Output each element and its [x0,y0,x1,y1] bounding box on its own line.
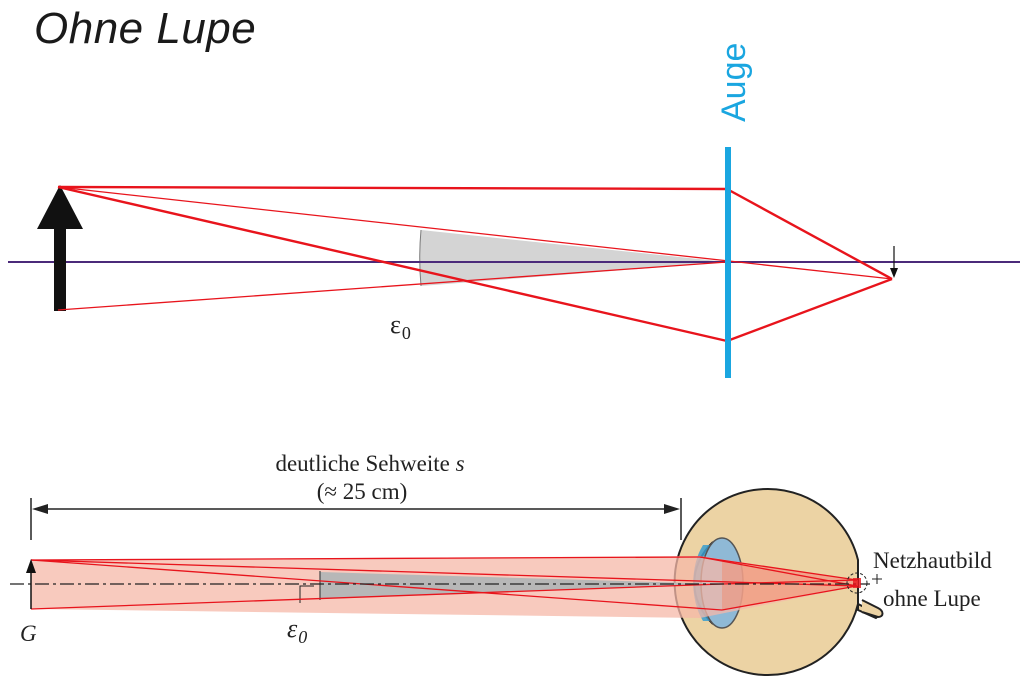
bottom-retina-label-line1: Netzhautbild [873,548,992,573]
bottom-rays [30,556,858,611]
bottom-object-arrow [26,559,36,609]
top-angle-arc [419,229,422,287]
bottom-object-label: G [20,621,37,646]
bottom-retina-label-line2: ohne Lupe [883,586,981,611]
page-title: Ohne Lupe [34,4,257,53]
bottom-ray-cone-inner [722,560,858,610]
top-angle-label: ε0 [390,310,411,343]
bottom-distance-label-line2: (≈ 25 cm) [317,479,408,504]
bottom-angle-leader [299,585,314,603]
bottom-distance-label-line1: deutliche Sehweite s [275,451,464,476]
top-object-arrow-head [37,185,83,229]
bottom-retina-image [846,572,882,594]
top-eye-label: Auge [715,43,753,122]
top-ray-central [57,186,893,280]
top-ray-object-foot [57,261,728,311]
top-angle-wedge [419,230,727,286]
top-image-arrow [890,246,898,278]
bottom-angle-label: ε0 [287,614,307,647]
bottom-eye-nerve [861,599,884,619]
bottom-dimension-line [30,498,682,540]
bottom-angle-wedge [320,572,722,599]
top-diagram: Auge ε0 [8,43,1020,378]
top-object-arrow-shaft [54,225,66,311]
bottom-diagram: deutliche Sehweite s (≈ 25 cm) [10,451,992,676]
